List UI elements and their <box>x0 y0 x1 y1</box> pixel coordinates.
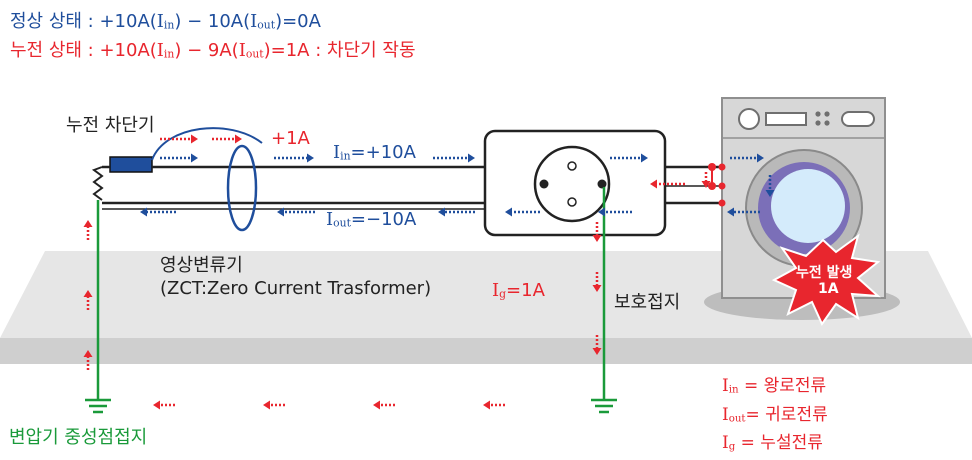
current-flow-arrow <box>765 175 775 197</box>
current-flow-arrow <box>83 350 93 370</box>
leak-loop-wire <box>151 127 263 161</box>
washing-machine <box>704 97 900 320</box>
ground-symbol-right <box>591 398 617 414</box>
current-flow-arrow <box>212 134 242 144</box>
leak-state-equation: 누전 상태 : +10A(Iin) − 9A(Iout)=1A : 차단기 작동 <box>10 36 416 62</box>
current-flow-arrow <box>160 134 198 144</box>
iout-symbol: I <box>326 209 334 230</box>
current-flow-arrow <box>610 153 648 163</box>
ig-value: =1A <box>506 280 545 301</box>
legend-ig-subscript: g <box>728 441 736 453</box>
iout-value: =−10A <box>350 209 417 230</box>
current-flow-arrow <box>274 153 314 163</box>
current-flow-arrow <box>701 172 711 188</box>
current-flow-arrow <box>83 220 93 240</box>
current-flow-arrow <box>438 207 475 217</box>
ig-subscript: g <box>499 287 507 301</box>
breaker-label: 누전 차단기 <box>66 115 155 136</box>
leak-burst <box>771 233 881 327</box>
normal-mid: ) − 10A( <box>174 11 251 32</box>
normal-out-symbol: I <box>250 11 258 32</box>
leak-in-symbol: I <box>156 40 164 61</box>
current-flow-arrow <box>83 290 93 310</box>
protective-ground-label: 보호접지 <box>614 292 681 313</box>
current-flow-arrow <box>373 400 395 410</box>
current-flow-arrow <box>140 207 176 217</box>
leak-burst-text-2: 1A <box>818 281 839 297</box>
current-flow-arrow <box>730 153 764 163</box>
outlet <box>483 129 667 237</box>
current-flow-arrow <box>263 400 285 410</box>
current-flow-arrow <box>727 207 760 217</box>
iout-label: Iout=−10A <box>326 209 416 230</box>
iin-symbol: I <box>333 142 341 163</box>
normal-result: )=0A <box>275 11 321 32</box>
zct-full-label: (ZCT:Zero Current Trasformer) <box>160 278 432 299</box>
legend-item-iin: Iin = 왕로전류 <box>722 374 828 403</box>
transformer-ground-label: 변압기 중성점접지 <box>9 427 148 448</box>
current-flow-arrow <box>483 400 505 410</box>
current-flow-arrow <box>592 222 602 242</box>
legend-iout-text: = 귀로전류 <box>745 404 828 425</box>
current-flow-arrow <box>505 207 540 217</box>
leak-out-symbol: I <box>238 40 246 61</box>
leak-result: )=1A : 차단기 작동 <box>263 40 416 61</box>
legend-item-ig: Ig = 누설전류 <box>722 431 828 460</box>
current-flow-arrow <box>592 335 602 355</box>
current-flow-arrow <box>598 207 632 217</box>
normal-in-symbol: I <box>156 11 164 32</box>
zct-ring <box>226 144 258 232</box>
iout-subscript: out <box>333 216 351 230</box>
current-flow-arrow <box>650 179 685 189</box>
current-flow-arrow <box>592 272 602 292</box>
breaker-body <box>109 156 153 173</box>
normal-label: 정상 상태 : +10A( <box>10 11 157 32</box>
leak-mid: ) − 9A( <box>174 40 239 61</box>
leak-out-subscript: out <box>245 47 264 61</box>
legend-iout-symbol: I <box>722 404 729 425</box>
ig-label: Ig=1A <box>492 280 545 301</box>
current-flow-arrow <box>433 153 475 163</box>
current-flow-arrow <box>160 153 198 163</box>
ig-symbol: I <box>492 280 500 301</box>
zct-name-label: 영상변류기 <box>160 255 243 276</box>
leak-label: 누전 상태 : +10A( <box>10 40 157 61</box>
legend-item-iout: Iout= 귀로전류 <box>722 403 828 432</box>
legend: Iin = 왕로전류 Iout= 귀로전류 Ig = 누설전류 <box>722 374 828 460</box>
current-flow-arrow <box>277 207 315 217</box>
leak-in-subscript: in <box>163 47 175 61</box>
legend-iout-subscript: out <box>728 413 746 425</box>
floor-slab-edge <box>0 338 972 364</box>
plus-1a-label: +1A <box>271 128 310 149</box>
iin-subscript: in <box>340 149 351 163</box>
normal-state-equation: 정상 상태 : +10A(Iin) − 10A(Iout)=0A <box>10 7 321 33</box>
iin-label: Iin=+10A <box>333 142 416 163</box>
legend-iin-text: = 왕로전류 <box>738 376 827 396</box>
ground-symbol-left <box>85 398 111 414</box>
legend-ig-text: = 누설전류 <box>735 433 823 454</box>
legend-iin-subscript: in <box>728 384 739 396</box>
normal-in-subscript: in <box>163 18 175 32</box>
leak-burst-text-1: 누전 발생 <box>796 265 853 281</box>
junction-dots <box>708 163 726 207</box>
legend-iin-symbol: I <box>722 376 729 396</box>
legend-ig-symbol: I <box>722 433 729 454</box>
current-flow-arrow <box>153 400 175 410</box>
normal-out-subscript: out <box>257 18 276 32</box>
iin-value: =+10A <box>350 142 416 163</box>
